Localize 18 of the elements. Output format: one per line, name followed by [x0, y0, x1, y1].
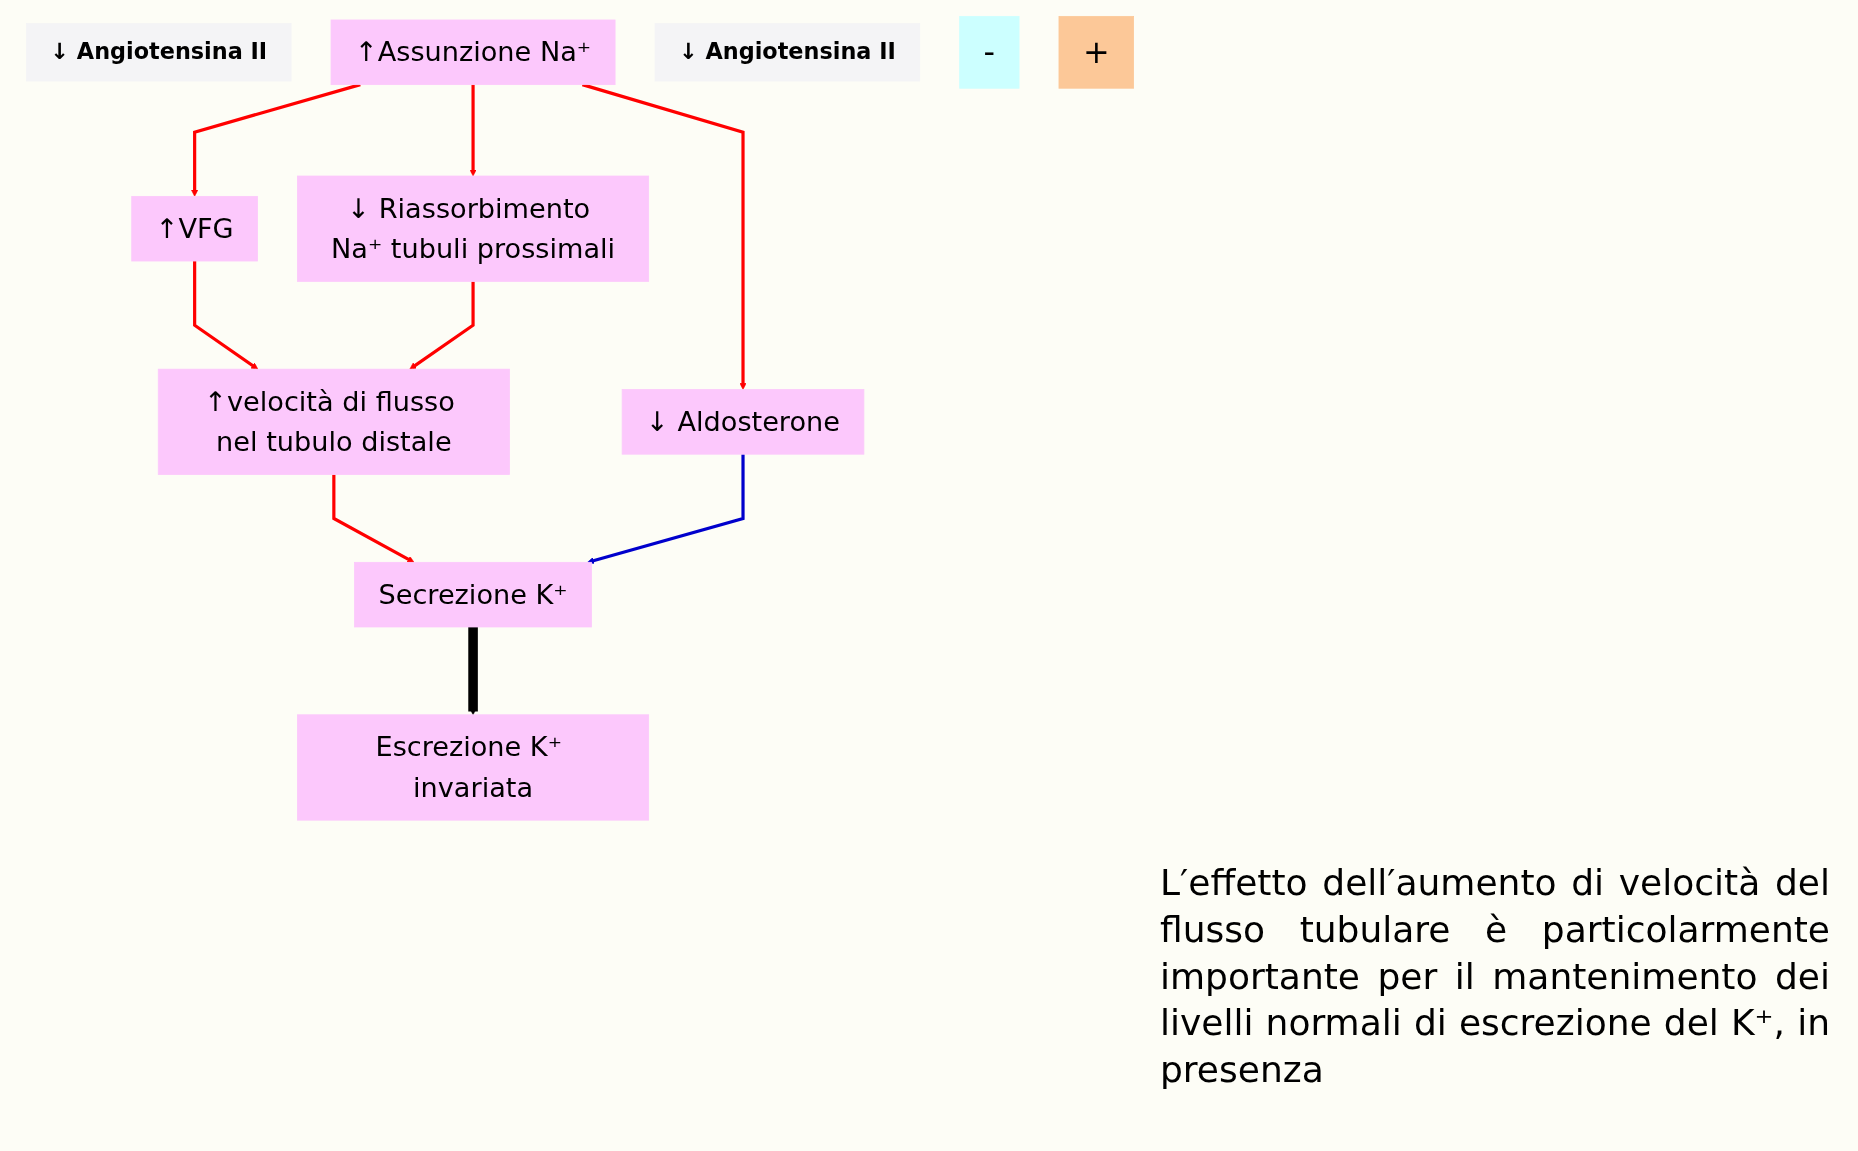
node-box: ↑velocità di flusso nel tubulo distale — [157, 368, 510, 475]
note-paragraph: L′effetto dell′aumento di velocità del flusso tubulare è particolarmente importante per il mantenimento dei livelli normali di escrezione del K⁺, in presenza — [1160, 861, 1830, 1093]
arrow — [191, 83, 361, 197]
node-box: ↑Assunzione Na⁺ — [330, 19, 616, 86]
arrow — [468, 627, 478, 716]
node-box: ↑VFG — [131, 195, 258, 262]
arrow — [409, 281, 475, 370]
node-box: ↓ Aldosterone — [621, 389, 865, 455]
arrow — [193, 261, 259, 370]
arrow — [581, 83, 747, 390]
node-box: ↓ Riassorbimento Na⁺ tubuli prossimali — [297, 175, 650, 282]
arrow — [587, 454, 745, 564]
arrow — [332, 474, 415, 563]
arrow — [469, 84, 477, 177]
node-box: - — [959, 16, 1020, 89]
node-box: Secrezione K⁺ — [354, 561, 592, 628]
node-box: Escrezione K⁺ invariata — [297, 714, 650, 821]
node-box: + — [1058, 16, 1134, 89]
